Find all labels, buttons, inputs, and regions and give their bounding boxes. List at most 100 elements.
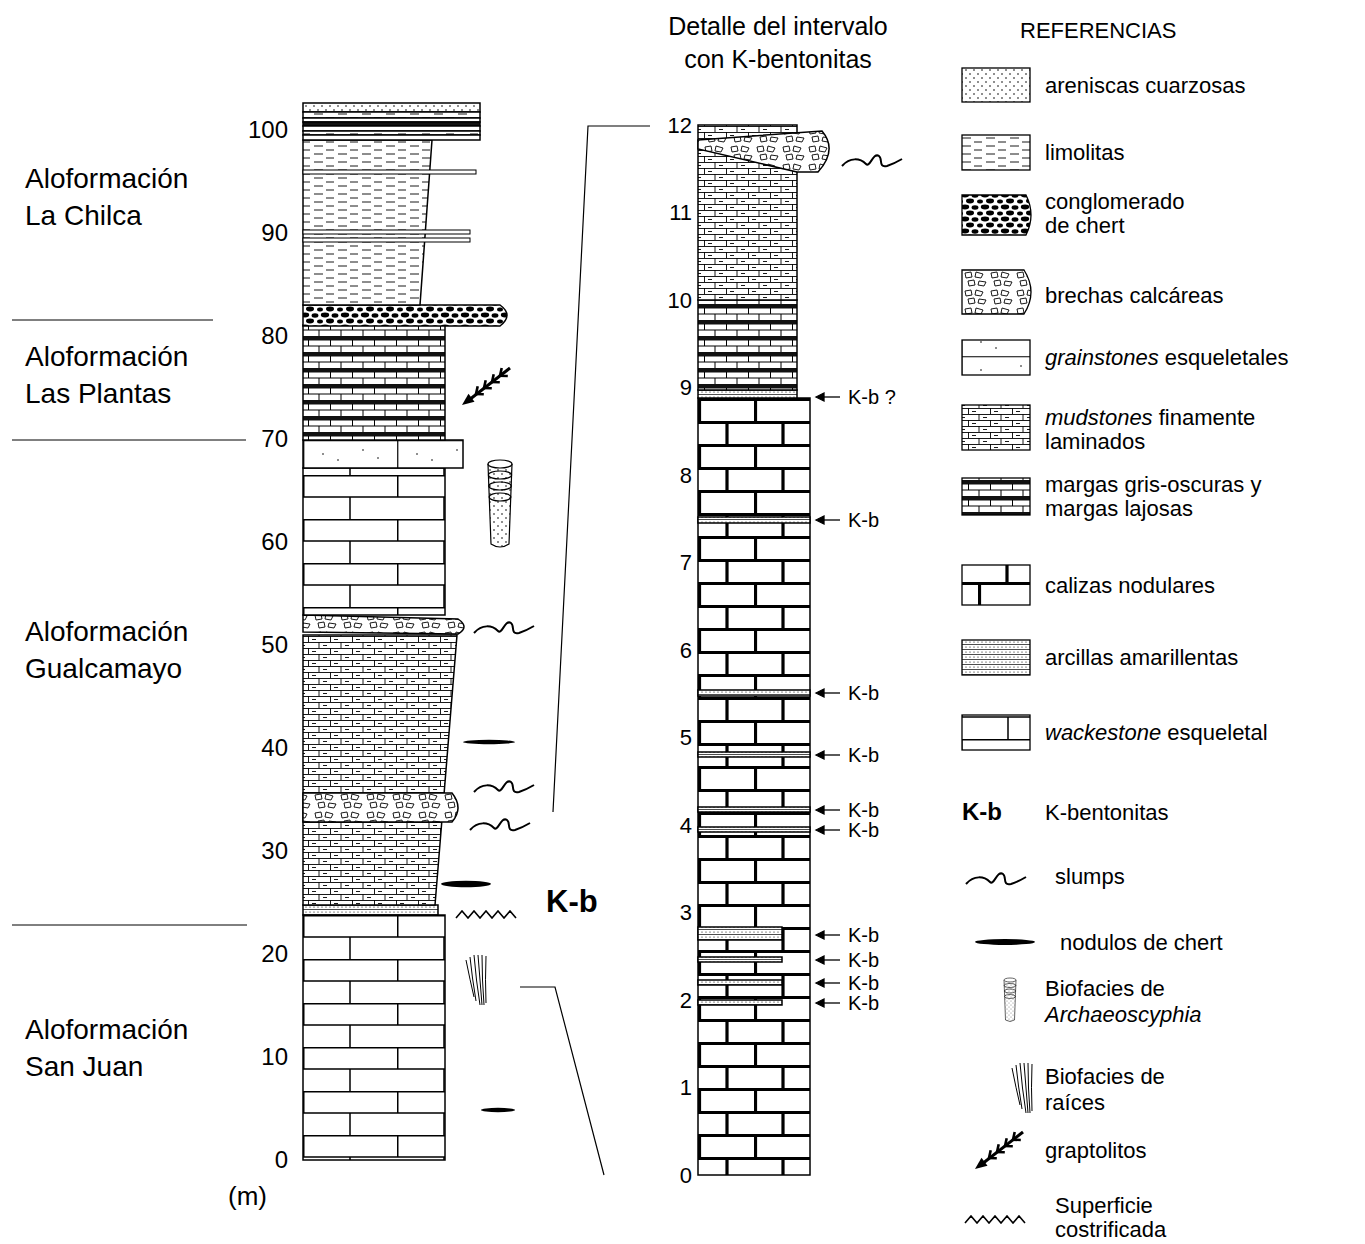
- rect-shape: [303, 230, 470, 234]
- slump-symbol: [474, 622, 534, 633]
- line-shape: [822, 934, 840, 935]
- italic-term: grainstones: [1045, 345, 1159, 370]
- polygon-shape: [816, 999, 824, 1007]
- detail-column: [698, 125, 829, 1175]
- kbentonite-label: K-b: [848, 950, 879, 970]
- path-shape: [303, 615, 464, 634]
- graptolite-symbol: [975, 1132, 1023, 1169]
- legend-text: margas gris-oscuras y margas lajosas: [1045, 473, 1295, 521]
- rect-shape: [962, 478, 1030, 515]
- polygon-shape: [816, 516, 824, 524]
- chert-nodule: [441, 881, 491, 887]
- polygon-shape: [816, 931, 824, 939]
- rect-shape: [698, 690, 810, 696]
- rect-shape: [303, 112, 480, 118]
- scale-number: 50: [188, 631, 288, 659]
- line-shape: [822, 1002, 840, 1003]
- legend-text: Superficie costrificada: [1055, 1194, 1215, 1242]
- legend-sample-text: K-b: [962, 798, 1002, 826]
- scale-number: 70: [188, 425, 288, 453]
- formation-name: Aloformación La Chilca: [25, 160, 215, 234]
- rect-shape: [962, 405, 1030, 450]
- scale-number: 10: [188, 1043, 288, 1071]
- rect-shape: [303, 238, 470, 242]
- rect-shape: [698, 752, 810, 757]
- rect-shape: [303, 915, 445, 1160]
- rect-shape: [698, 927, 782, 940]
- slump-symbol: [470, 819, 530, 830]
- rect-shape: [303, 170, 476, 174]
- rect-shape: [698, 980, 782, 985]
- kbentonite-label: K-b: [848, 973, 879, 993]
- rect-shape: [698, 957, 782, 962]
- polygon-shape: [816, 979, 824, 987]
- scale-number: 100: [188, 116, 288, 144]
- legend-text: Biofacies de Archaeoscyphia: [1045, 976, 1225, 1028]
- scale-number: 3: [596, 900, 692, 925]
- kb-arrows: [816, 393, 840, 1007]
- polygon-shape: [816, 393, 824, 401]
- legend-text: graptolitos: [1045, 1138, 1147, 1163]
- hardground-symbol: [456, 911, 516, 918]
- legend-text: K-bentonitas: [1045, 800, 1169, 825]
- kbentonite-label: K-b: [848, 925, 879, 945]
- rect-shape: [698, 390, 797, 398]
- path-shape: [303, 305, 507, 326]
- rect-shape: [303, 468, 445, 615]
- archaeoscyphia-symbol: [1004, 978, 1016, 1022]
- legend-text: mudstones finamente laminados: [1045, 406, 1295, 454]
- rect-shape: [698, 827, 810, 832]
- slump-symbol: [966, 873, 1026, 884]
- chert-nodule: [975, 939, 1035, 945]
- rect-shape: [962, 565, 1030, 605]
- scale-number: 30: [188, 837, 288, 865]
- archaeoscyphia-symbol: [488, 460, 512, 547]
- polygon-shape: [303, 635, 457, 905]
- path-shape: [962, 270, 1031, 314]
- path-shape: [962, 195, 1031, 235]
- kbentonite-label: K-b ?: [848, 387, 896, 407]
- polygon-shape: [816, 956, 824, 964]
- line-shape: [822, 754, 840, 755]
- scale-number: 4: [596, 813, 692, 838]
- legend-text: nodulos de chert: [1060, 930, 1223, 955]
- italic-term: wackestone: [1045, 720, 1161, 745]
- scale-number: 20: [188, 940, 288, 968]
- polygon-shape: [816, 826, 824, 834]
- scale-number: 2: [596, 988, 692, 1013]
- detail-leader: [553, 126, 650, 812]
- kbentonite-label: K-b: [848, 745, 879, 765]
- formation-name: Aloformación Las Plantas: [25, 338, 215, 412]
- path-shape: [303, 793, 458, 822]
- legend-text: brechas calcáreas: [1045, 283, 1224, 308]
- formation-name: Aloformación San Juan: [25, 1011, 215, 1085]
- scale-number: 12: [596, 113, 692, 138]
- polygon-shape: [816, 751, 824, 759]
- kbentonite-label: K-b: [848, 800, 879, 820]
- slump-symbol: [474, 781, 534, 792]
- legend-text: limolitas: [1045, 140, 1124, 165]
- rect-shape: [303, 325, 445, 440]
- rect-shape: [698, 807, 810, 812]
- scale-number: 9: [596, 375, 692, 400]
- rect-shape: [698, 300, 797, 390]
- kbentonite-label: K-b: [848, 993, 879, 1013]
- legend-text: Biofacies de raíces: [1045, 1064, 1215, 1116]
- kbentonite-marker: K-b: [546, 884, 598, 920]
- italic-term: mudstones: [1045, 405, 1153, 430]
- legend-text: conglomerado de chert: [1045, 190, 1205, 238]
- legend-swatches: [962, 68, 1031, 750]
- rect-shape: [962, 340, 1030, 375]
- graptolite-symbol: [462, 368, 510, 405]
- scale-number: 0: [596, 1163, 692, 1188]
- line-shape: [822, 982, 840, 983]
- chert-nodule: [481, 1108, 515, 1112]
- line-shape: [822, 692, 840, 693]
- rect-shape: [303, 440, 463, 468]
- legend-heading: REFERENCIAS: [1020, 18, 1176, 43]
- line-shape: [822, 829, 840, 830]
- kbentonite-label: K-b: [848, 820, 879, 840]
- rect-shape: [962, 715, 1030, 750]
